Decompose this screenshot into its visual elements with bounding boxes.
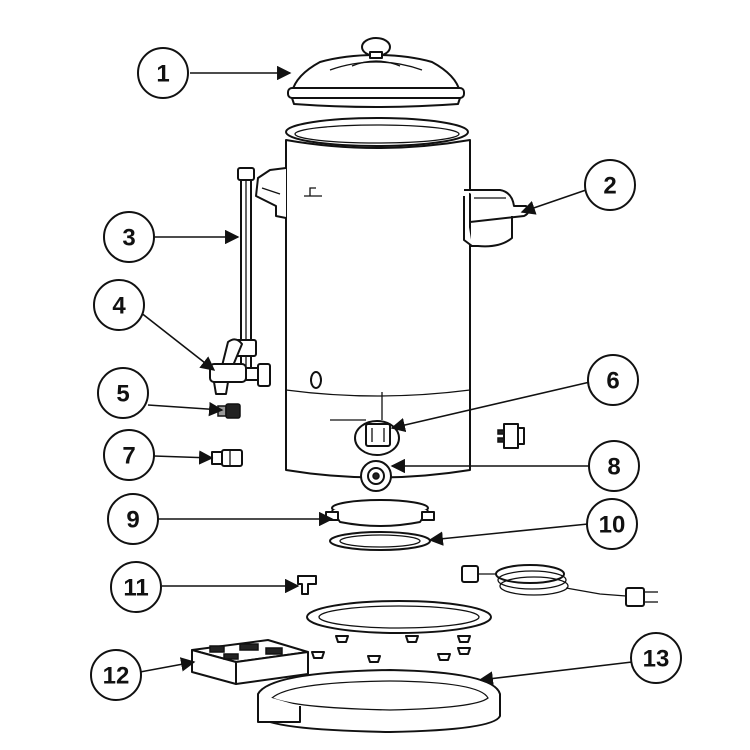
side-handle-part — [463, 189, 530, 248]
callout-11: 11 — [110, 561, 162, 613]
leader-2 — [520, 189, 587, 215]
bottom-plate-part — [306, 600, 492, 634]
callout-8: 8 — [588, 440, 640, 492]
gauge-glass-part — [235, 167, 257, 371]
callout-3: 3 — [103, 211, 155, 263]
gasket-part — [329, 531, 431, 551]
callout-6-label: 6 — [606, 368, 619, 395]
leader-5 — [147, 401, 224, 417]
callout-7-label: 7 — [122, 443, 135, 470]
power-cord-part — [461, 564, 658, 607]
connector-part — [211, 449, 243, 467]
callout-13-label: 13 — [643, 646, 670, 673]
leader-13 — [478, 661, 633, 686]
callout-8-label: 8 — [607, 454, 620, 481]
lid-part — [287, 37, 465, 108]
terminal-block-part — [497, 423, 525, 449]
callout-9: 9 — [107, 493, 159, 545]
feet-part — [311, 635, 471, 663]
callout-13: 13 — [630, 632, 682, 684]
clip-part — [297, 575, 317, 595]
callout-7: 7 — [103, 429, 155, 481]
callout-3-label: 3 — [122, 225, 135, 252]
callout-12-label: 12 — [103, 663, 130, 690]
callout-12: 12 — [90, 649, 142, 701]
leader-4 — [139, 311, 216, 371]
callout-4: 4 — [93, 279, 145, 331]
screw-part — [217, 403, 241, 419]
callout-10-label: 10 — [599, 512, 626, 539]
callout-9-label: 9 — [126, 507, 139, 534]
leader-7 — [153, 450, 214, 465]
base-ring-part — [257, 669, 501, 733]
leader-6 — [390, 381, 591, 433]
leader-10 — [428, 523, 589, 546]
callout-5-label: 5 — [116, 381, 129, 408]
base-plate-part — [325, 499, 435, 527]
faucet-part — [209, 338, 271, 395]
callout-1: 1 — [137, 47, 189, 99]
callout-10: 10 — [586, 498, 638, 550]
leader-12 — [139, 657, 196, 673]
callout-1-label: 1 — [156, 61, 169, 88]
left-handle-part — [255, 167, 287, 219]
leader-lines — [139, 65, 633, 686]
callout-4-label: 4 — [112, 293, 126, 320]
heater-terminal-part — [360, 460, 392, 492]
control-housing-part — [191, 639, 309, 685]
callout-11-label: 11 — [123, 575, 148, 602]
thermostat-part — [354, 392, 400, 456]
urn-body — [285, 117, 471, 479]
callout-2-label: 2 — [603, 173, 616, 200]
callout-6: 6 — [587, 354, 639, 406]
callout-2: 2 — [584, 159, 636, 211]
callout-5: 5 — [97, 367, 149, 419]
